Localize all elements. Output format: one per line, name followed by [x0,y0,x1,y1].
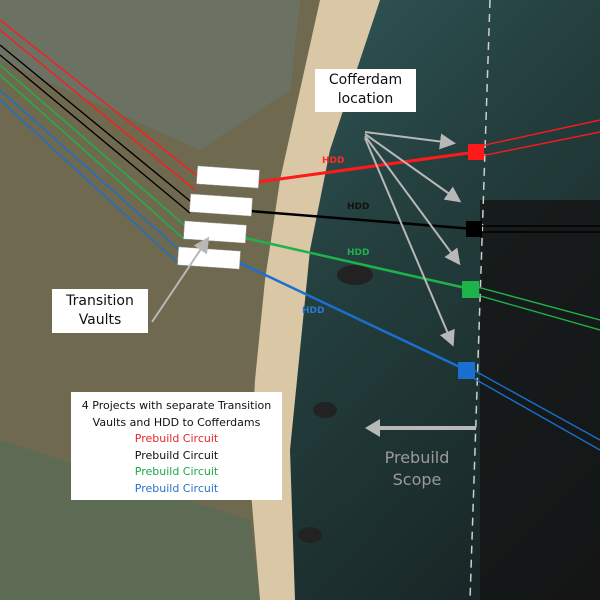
black-hdd-line [249,209,475,231]
prebuild-scope-arrowhead [365,419,380,437]
black-circuit-onshore [0,44,196,214]
arrow-to-blue-cofferdam [364,137,455,347]
green-circuit-onshore [0,64,191,241]
cofferdam-green [462,281,479,298]
label-line: Transition [66,293,134,309]
arrow-to-green-cofferdam [364,135,461,266]
prebuild-boundary-line [469,0,491,600]
dark-offshore-area [480,200,600,600]
residential-area [0,0,300,150]
red-hdd-line [257,150,477,184]
cofferdam-red [468,144,484,160]
jetty [337,265,373,285]
prebuild-scope-label: Prebuild Scope [372,447,462,491]
transition-vault-blue [177,246,241,270]
label-line: Vaults [78,312,122,328]
black-circuit-offshore [474,225,600,233]
cofferdam-blue [458,362,475,379]
cofferdam-black [466,221,482,237]
blue-hdd-line [239,261,467,372]
arrow-to-vaults [151,236,210,323]
hdd-label-blue: HDD [302,306,325,316]
transition-vaults-label: Transition Vaults [52,289,148,333]
label-line: Cofferdam [328,72,403,88]
legend-item-black: Prebuild Circuit [134,448,219,462]
jetty [313,402,337,418]
legend-item-blue: Prebuild Circuit [134,481,219,495]
hdd-label-green: HDD [347,248,370,258]
label-line: location [337,91,394,107]
green-circuit-offshore [469,284,600,331]
transition-vault-red [196,165,260,189]
legend-item-red: Prebuild Circuit [134,432,219,445]
label-line: Scope [392,470,442,489]
arrow-to-red-cofferdam [364,131,456,150]
blue-circuit-onshore [0,89,186,266]
transition-vault-black [189,193,253,217]
red-circuit-offshore [475,119,600,158]
cofferdam-location-label: Cofferdam location [315,69,416,112]
park-area [0,440,260,600]
hdd-label-red: HDD [322,156,345,166]
legend: 4 Projects with separate Transition Vaul… [71,392,282,500]
legend-title: 4 Projects with separate Transition [81,399,272,412]
hdd-label-black: HDD [347,202,370,212]
green-hdd-line [244,236,471,291]
blue-circuit-offshore [465,365,600,451]
arrow-to-black-cofferdam [364,133,462,203]
jetty [298,527,322,543]
red-circuit-onshore [0,19,201,191]
legend-item-green: Prebuild Circuit [134,465,219,478]
legend-title: Vaults and HDD to Cofferdams [92,415,261,429]
label-line: Prebuild [384,448,450,467]
